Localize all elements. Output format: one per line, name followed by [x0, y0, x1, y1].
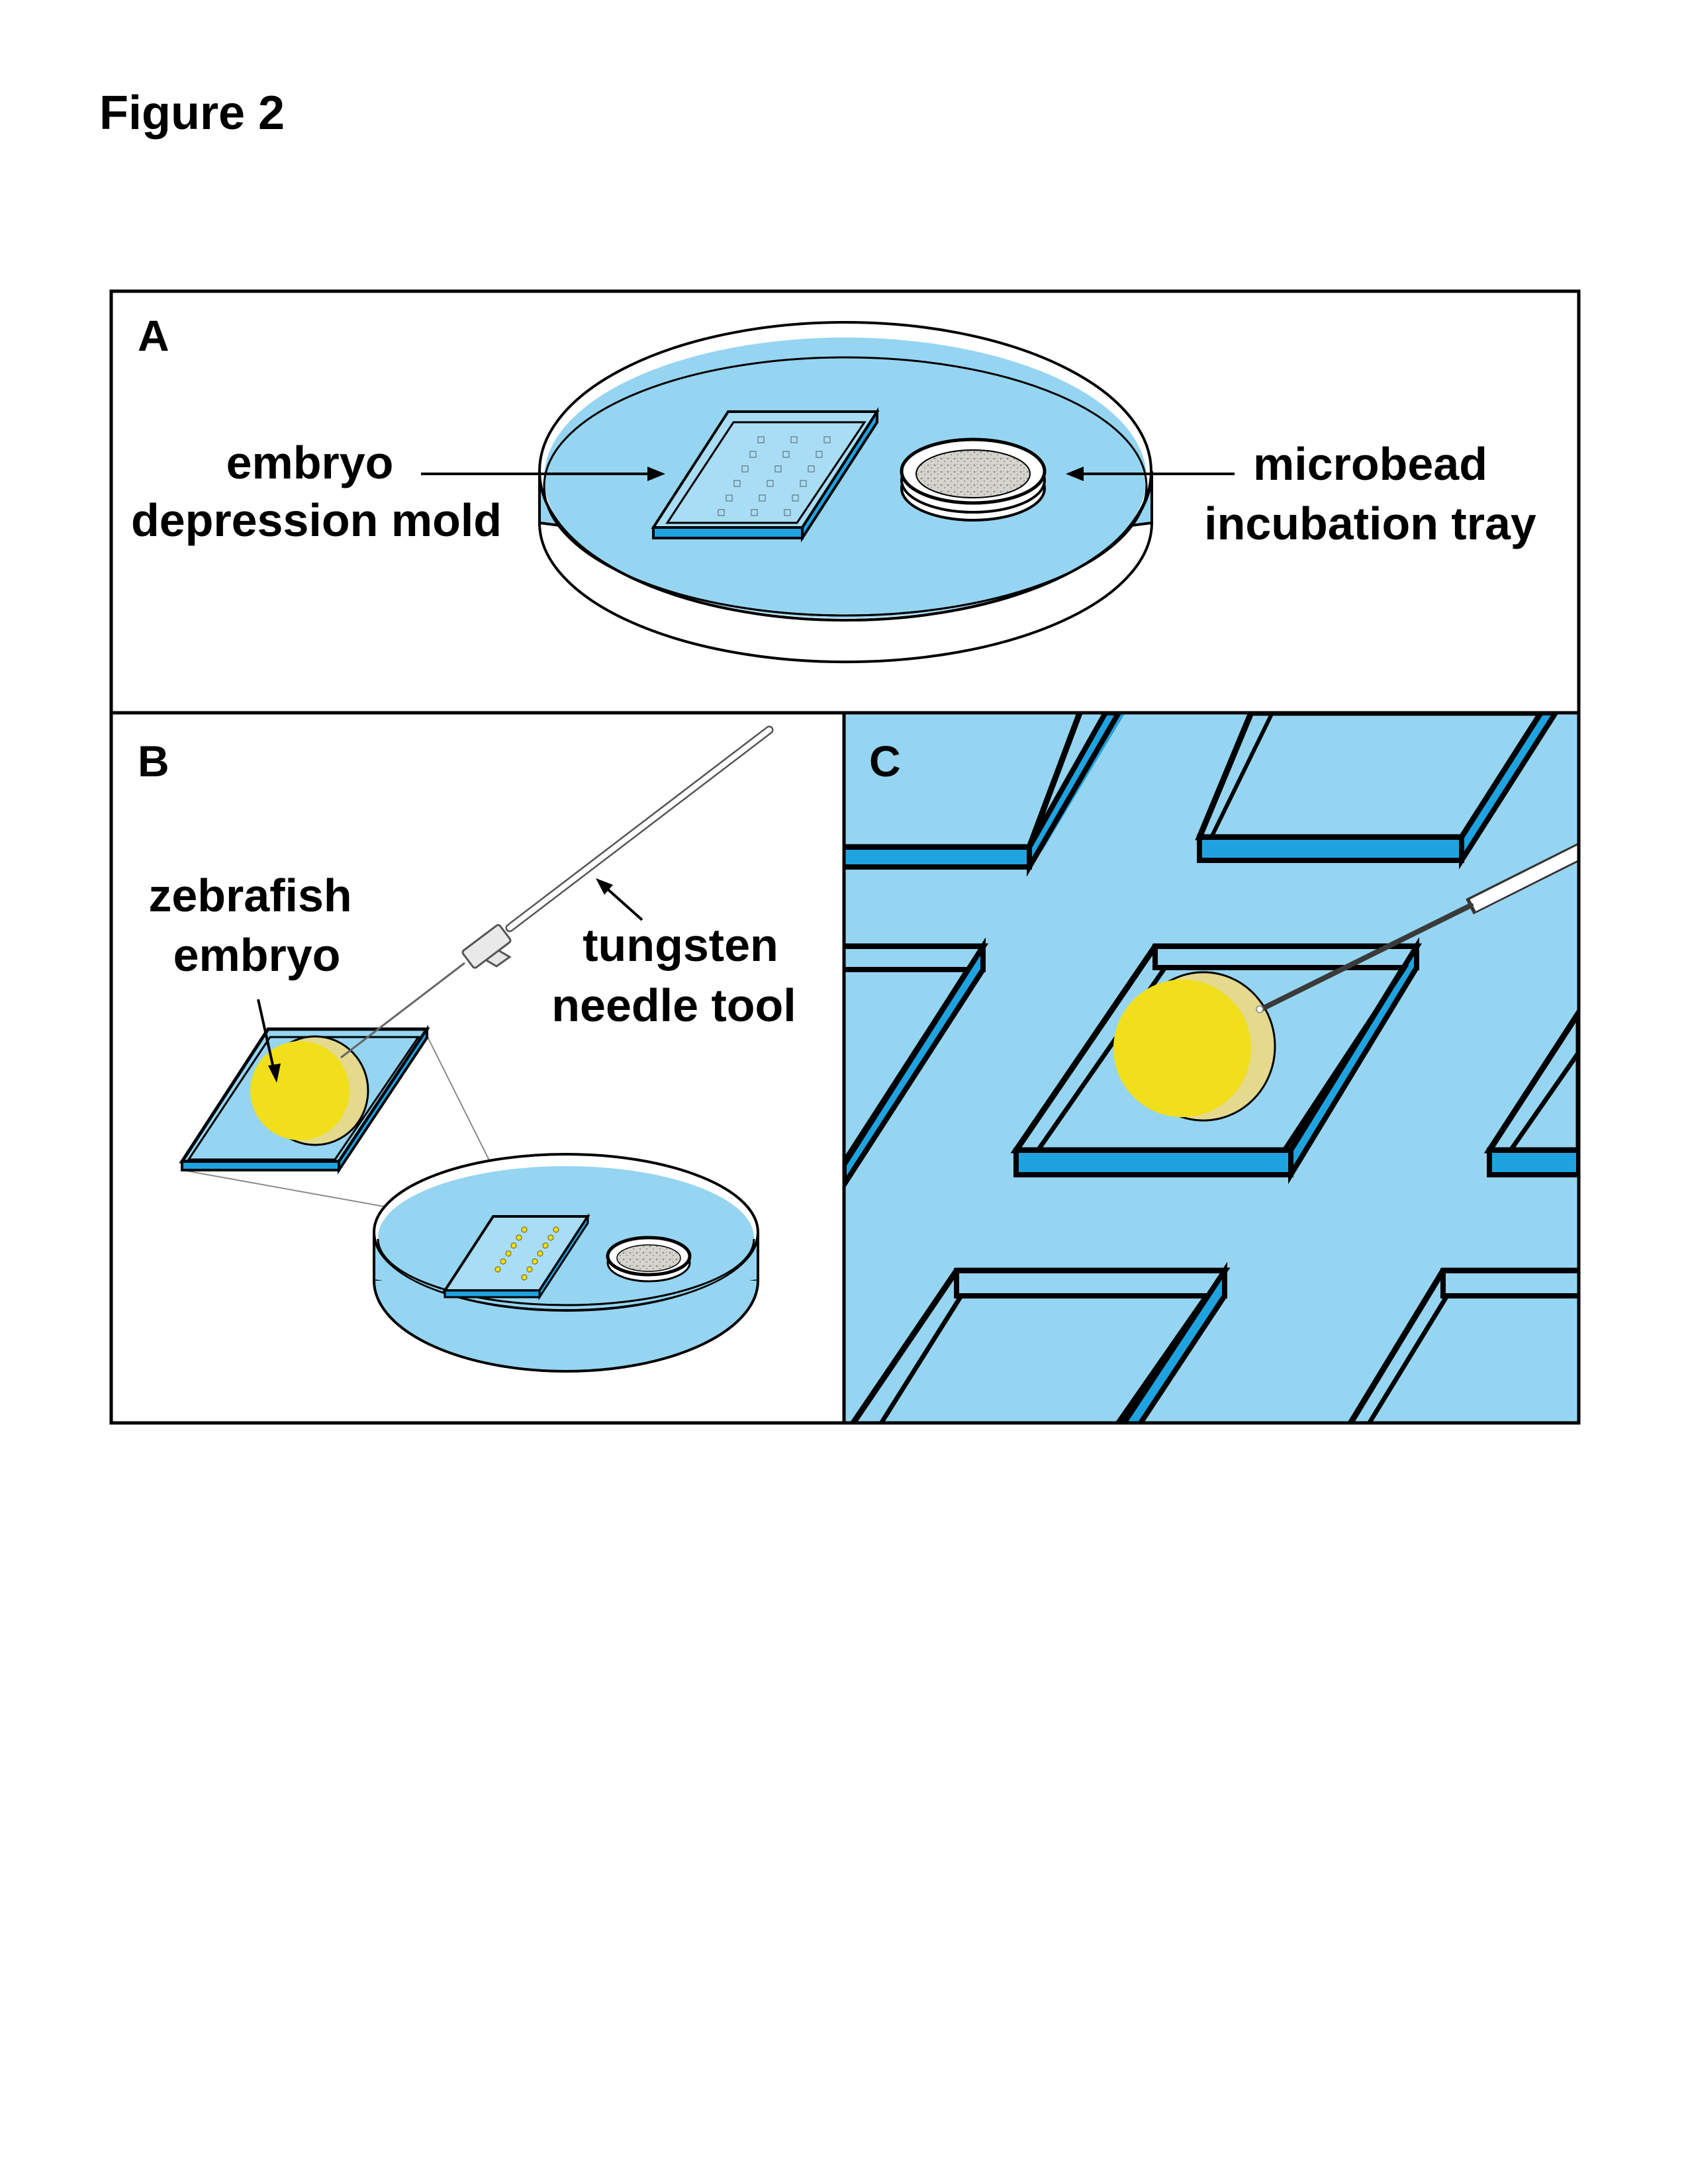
tungsten-needle-tool — [340, 725, 774, 1059]
mold-well-c-top-right — [1195, 713, 1559, 870]
label-tungsten-needle-tool-line1: tungsten — [583, 919, 778, 971]
panel-c: C — [842, 711, 1581, 1425]
label-embryo-depression-mold-line1: embryo — [226, 437, 394, 488]
mold-well-c-top-left — [844, 713, 1125, 877]
label-tungsten-needle-tool-line2: needle tool — [551, 979, 796, 1031]
zebrafish-embryo-c — [1113, 971, 1276, 1122]
tungsten-needle-c — [1256, 842, 1579, 1013]
panel-c-frame — [842, 711, 1581, 1425]
arrow-to-mold — [421, 467, 665, 481]
label-zebrafish-embryo-line2: embryo — [173, 929, 341, 981]
panel-c-label: C — [869, 737, 901, 786]
arrow-to-tray — [1066, 467, 1235, 481]
depression-mold-b — [442, 1212, 590, 1301]
depression-mold-a — [651, 407, 880, 543]
label-embryo-depression-mold-line2: depression mold — [131, 494, 502, 546]
panel-a-label: A — [138, 311, 169, 360]
arrow-to-needle — [596, 878, 643, 921]
mold-well-c-bottom-right — [1347, 1267, 1579, 1423]
mold-well-c-middle-right — [1483, 1007, 1579, 1177]
label-microbead-incubation-tray-line2: incubation tray — [1204, 498, 1536, 549]
mold-well-c-bottom-left — [849, 1261, 1231, 1423]
mold-well-c-middle-left — [844, 937, 989, 1190]
figure-title: Figure 2 — [99, 87, 285, 140]
panel-a: A — [109, 289, 1581, 715]
label-zebrafish-embryo-line1: zebrafish — [148, 870, 352, 921]
petri-dish-b — [373, 1153, 759, 1373]
microbead-tray-a — [900, 437, 1047, 522]
label-microbead-incubation-tray-line1: microbead — [1253, 438, 1487, 490]
panel-b: B — [109, 711, 846, 1425]
arrow-to-embryo — [257, 999, 281, 1083]
microbead-tray-b — [606, 1236, 692, 1283]
panel-b-label: B — [138, 737, 169, 786]
